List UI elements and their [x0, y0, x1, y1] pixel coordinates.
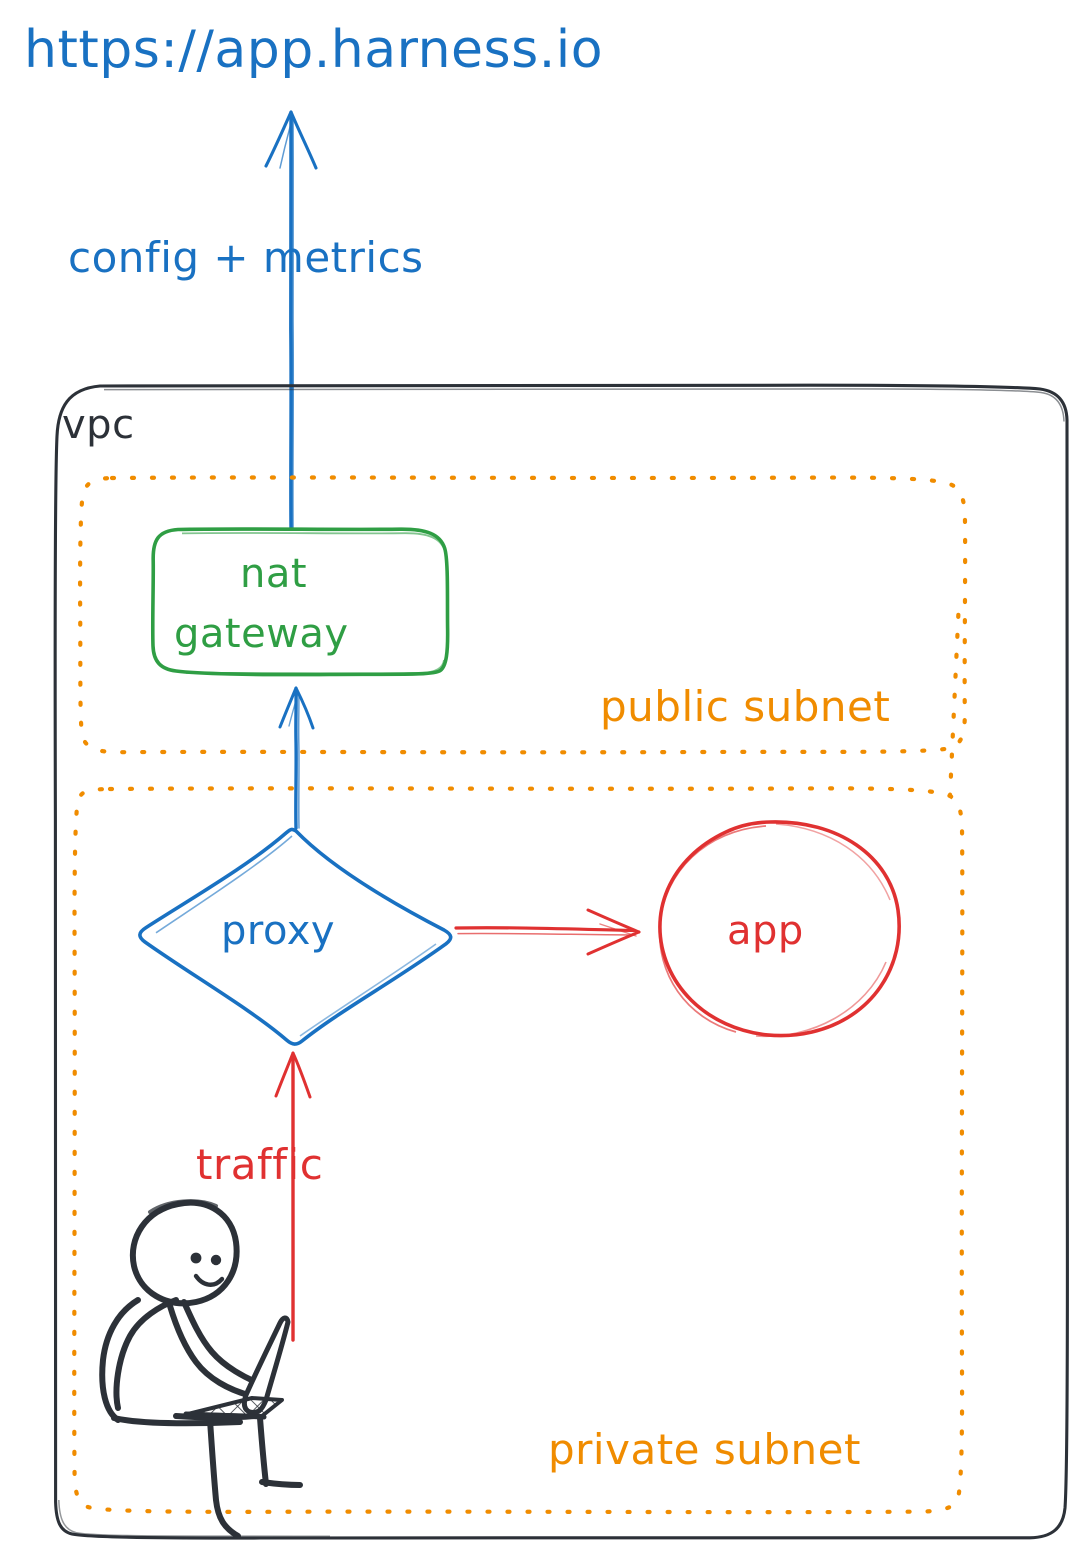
- nat-gateway-node[interactable]: [150, 527, 450, 677]
- edge-proxy-to-nat-arrow: [278, 686, 315, 830]
- proxy-node[interactable]: [138, 827, 453, 1046]
- edge-traffic-arrow: [274, 1051, 312, 1342]
- edge-config-metrics-arrow: [264, 110, 318, 531]
- vpc-boundary: [53, 383, 1070, 1540]
- user-stick-figure: [99, 1199, 303, 1539]
- app-node[interactable]: [658, 820, 901, 1038]
- edge-proxy-to-app-arrow: [454, 908, 641, 956]
- private-subnet-boundary: [72, 598, 965, 1515]
- laptop: [183, 1315, 291, 1420]
